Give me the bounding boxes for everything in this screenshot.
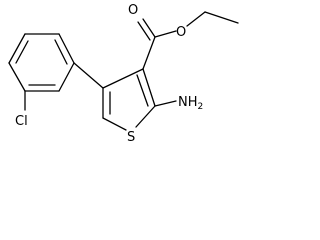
atom-amino: NH2 [178,95,203,112]
bond-c2-nh2 [154,100,177,107]
amino-subscript-label: 2 [198,102,204,112]
bond-carbon-ester-oxygen [154,30,177,38]
bond-c2-s [135,105,156,128]
atom-chlorine: Cl [15,114,28,129]
bond-c3-carbonyl-carbon [142,36,156,70]
bond-ch2-ch3 [204,11,239,24]
bond-c3-c2 [142,68,156,107]
bond-ph4-ph5 [8,62,26,92]
bond-c4-phenyl [73,62,104,89]
bond-carbonyl-double-b [137,21,151,41]
thiophene-ring [102,68,156,131]
chlorophenyl-ring [8,33,75,92]
amino-main-label: NH [178,95,198,110]
bond-ph3-ph4-inner [15,40,29,64]
atom-oxygen-ester: O [176,25,186,40]
molecule-structure: O O S Cl NH2 [8,3,239,145]
bond-ester-oxygen-ch2 [186,11,206,27]
bond-carbonyl-double-a [142,18,156,38]
bond-c3-c2-double [136,74,149,107]
bond-ph6-ph1 [58,62,75,92]
bond-s-c5 [102,117,127,131]
bond-ph1-ph2-inner [54,39,68,65]
bond-c4-c3 [102,68,144,89]
ester-group [137,11,239,70]
bond-ph3-ph4 [8,33,26,64]
atom-oxygen-carbonyl: O [128,3,138,18]
bond-ph1-ph2 [58,33,75,64]
atom-sulfur: S [127,130,135,145]
